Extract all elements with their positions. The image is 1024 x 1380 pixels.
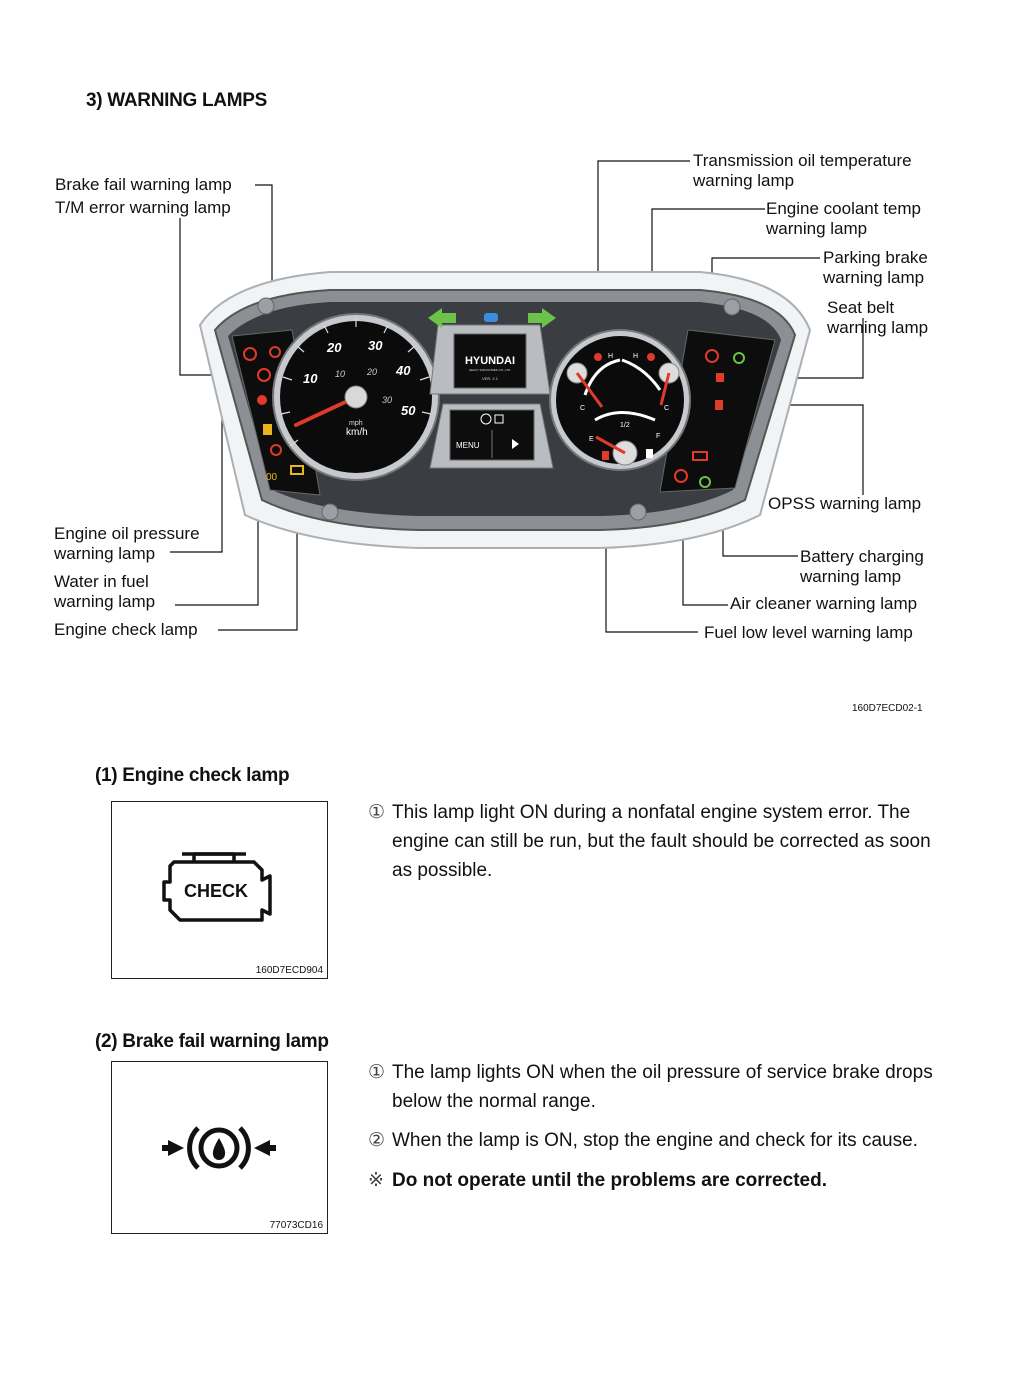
glow-plug-icon: 00	[266, 472, 278, 483]
oil-pressure-lamp-icon	[257, 395, 267, 405]
transmission-temp-lamp-icon	[594, 353, 602, 361]
brake-fail-icon	[162, 1126, 276, 1170]
section-title: 3) WARNING LAMPS	[86, 90, 267, 111]
preheat-lamp-icon	[699, 476, 711, 488]
brake-fail-figure: 77073CD16	[111, 1061, 328, 1234]
callout-seat-belt: Seat belt warning lamp	[827, 298, 929, 337]
gauge-cold-label: C	[580, 405, 585, 412]
fuel-half-label: 1/2	[620, 422, 630, 429]
brake-fail-paragraph-2: ② When the lamp is ON, stop the engine a…	[368, 1130, 918, 1151]
engine-check-figure-code: 160D7ECD904	[255, 965, 323, 976]
work-light-lamp-icon	[733, 352, 745, 364]
brand-subtext: HEAVY INDUSTRIES CO.,LTD.	[469, 368, 511, 372]
callout-fuel-low: Fuel low level warning lamp	[704, 623, 913, 642]
brake-fail-lamp-icon	[243, 347, 257, 361]
speed-tick: 30	[368, 338, 383, 353]
right-pod-lamps	[674, 349, 745, 488]
temperature-fuel-gauges: H C H C E 1/2 F	[549, 329, 691, 471]
figure-code: 160D7ECD02-1	[852, 703, 923, 714]
version-text: VER. 2.1	[482, 376, 499, 381]
gauge-hot-label: H	[633, 353, 638, 360]
speed-tick-inner: 10	[335, 369, 345, 379]
center-display: HYUNDAI HEAVY INDUSTRIES CO.,LTD. VER. 2…	[429, 324, 554, 469]
engine-check-figure: CHECK 160D7ECD904	[111, 801, 328, 979]
speed-unit-mph: mph	[349, 420, 363, 427]
opss-lamp-icon	[715, 400, 723, 410]
fuel-low-lamp-icon	[602, 451, 609, 460]
left-pod-lamps: 00	[243, 346, 304, 483]
menu-label: MENU	[456, 441, 480, 450]
coolant-temp-lamp-icon	[647, 353, 655, 361]
brake-fail-heading: (2) Brake fail warning lamp	[95, 1031, 329, 1052]
callout-water-in-fuel: Water in fuel warning lamp	[54, 572, 156, 611]
speed-tick: 50	[401, 403, 416, 418]
speedometer: 10 20 30 40 50 10 20 30 mph km/h	[272, 313, 440, 481]
brand-text: HYUNDAI	[465, 355, 515, 367]
tm-lamp-icon	[257, 368, 271, 382]
speed-unit-kmh: km/h	[346, 427, 368, 438]
brake-fail-figure-code: 77073CD16	[269, 1220, 323, 1231]
callout-air-cleaner: Air cleaner warning lamp	[730, 594, 918, 613]
fuel-pump-icon	[646, 449, 653, 458]
speed-tick: 10	[303, 371, 318, 386]
engine-check-paragraph-1: ① This lamp light ON during a nonfatal e…	[368, 802, 931, 881]
tm-error-lamp-icon	[269, 346, 281, 358]
engine-check-lamp-icon	[290, 465, 304, 475]
right-turn-arrow-icon	[528, 308, 556, 328]
water-in-fuel-lamp-icon	[270, 444, 282, 456]
parking-brake-lamp-icon	[705, 349, 719, 363]
brake-fail-paragraph-1: ① The lamp lights ON when the oil pressu…	[368, 1062, 933, 1112]
speed-tick-inner: 30	[382, 395, 392, 405]
seat-belt-lamp-icon	[716, 373, 724, 382]
instrument-cluster-diagram: 10 20 30 40 50 10 20 30 mph km/h HYUNDAI…	[170, 160, 864, 633]
brake-fail-note: ※ Do not operate until the problems are …	[368, 1170, 827, 1191]
gauge-hot-label: H	[608, 353, 613, 360]
callout-engine-check: Engine check lamp	[54, 620, 198, 639]
speed-tick: 40	[395, 363, 411, 378]
engine-check-icon: CHECK	[162, 852, 272, 922]
fuel-empty-label: E	[589, 436, 594, 443]
callout-opss: OPSS warning lamp	[768, 494, 922, 513]
fuel-water-lamp-icon	[263, 424, 272, 435]
callout-tm-error: T/M error warning lamp	[55, 198, 231, 217]
callout-battery: Battery charging warning lamp	[800, 547, 924, 586]
engine-check-icon-text: CHECK	[184, 881, 248, 901]
callout-transmission-oil-temp: Transmission oil temperature warning lam…	[693, 151, 912, 190]
high-beam-icon	[484, 313, 498, 322]
speed-tick: 20	[326, 340, 342, 355]
callout-coolant-temp: Engine coolant temp warning lamp	[766, 199, 921, 238]
air-cleaner-lamp-icon	[674, 469, 688, 483]
callout-parking-brake: Parking brake warning lamp	[823, 248, 928, 287]
callout-oil-pressure: Engine oil pressure warning lamp	[54, 524, 200, 563]
gauge-cold-label: C	[664, 405, 669, 412]
battery-lamp-icon	[692, 451, 708, 461]
fuel-full-label: F	[656, 433, 660, 440]
engine-check-heading: (1) Engine check lamp	[95, 765, 290, 786]
callout-brake-fail: Brake fail warning lamp	[55, 175, 232, 194]
speed-tick-inner: 20	[366, 367, 377, 377]
left-turn-arrow-icon	[428, 308, 456, 328]
